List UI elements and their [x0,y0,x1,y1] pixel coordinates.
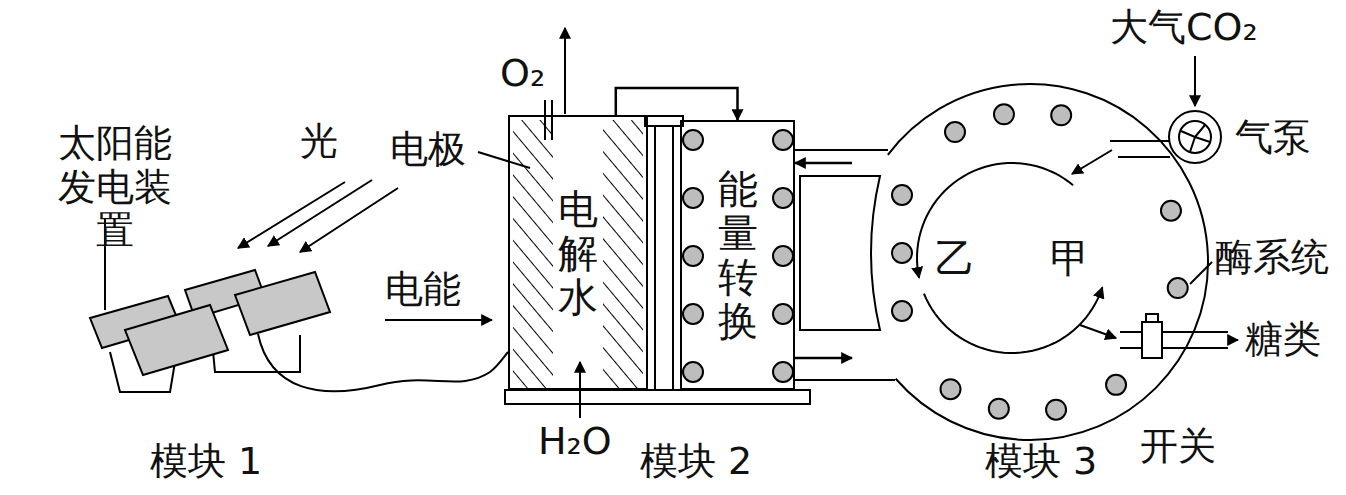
divider-wall [645,116,683,390]
gas-label: 大气CO₂ [1110,6,1258,50]
electrode [551,100,553,140]
enzyme-circle [1051,105,1071,125]
electrode [513,100,643,388]
light-ray [300,188,398,252]
gas-pump [1181,125,1210,152]
enzyme-circle [773,130,793,150]
enzyme-circle [683,130,703,150]
channel [795,150,895,380]
module-label: 模块 2 [640,440,752,484]
enzyme-circle [683,188,703,208]
oxygen-arrow [564,28,566,114]
outlet-pipe [1142,322,1162,358]
water-arrow [579,362,581,418]
ring-outline [852,84,1208,440]
cycle-arrow [924,287,1102,353]
light-label: 光 [300,120,338,164]
wire [258,334,508,391]
enzyme-circle [683,246,703,266]
cycle-label: 乙 [935,236,975,280]
enzyme-circle [683,362,703,382]
electrode [513,120,553,388]
gas-pump [1169,111,1221,163]
solar-panel [235,272,330,335]
module-label: 模块 1 [150,440,262,484]
node-text: 能量转换 [718,167,758,343]
outlet-pipe [1120,331,1228,333]
light-ray [238,180,398,252]
outlet-pipe [1120,347,1228,349]
outlet-pipe [1146,314,1158,322]
connector-arrow [795,162,852,165]
enzyme-circle [1046,400,1066,420]
gas-pump [1179,121,1211,153]
electrode [603,120,643,388]
leader-line [478,152,530,168]
outlet-pipe [1080,314,1238,358]
gas-pump [1072,56,1221,174]
enzyme-circle [892,301,912,321]
cycle-arrow [917,163,1102,353]
node-text: 电解水 [558,187,598,319]
energy-arrow [385,319,492,321]
product-label: 糖类 [1245,318,1321,362]
electrolysis-cell: 电解水 [508,115,648,390]
device-label: 太阳能 发电装置 [40,122,190,253]
light-ray [238,182,345,248]
connector-arrow [795,357,852,360]
outlet-pipe [1228,339,1238,341]
solar-panel [125,305,228,375]
electrode [544,100,546,140]
divider-wall [655,126,673,390]
pump-label: 气泵 [1235,116,1311,160]
channel [795,149,888,151]
base-plate [505,390,810,404]
switch-label: 开关 [1140,425,1216,469]
enzyme-circle [683,104,1188,419]
enzyme-circle [1106,375,1126,395]
enzyme-circle [945,122,965,142]
enzyme-circle [941,379,961,399]
electrode-label: 电极 [390,128,466,172]
solar-panel [90,270,330,392]
enzyme-ring: 乙甲 [852,84,1208,440]
gas-pump [1072,150,1112,174]
energy-box: 能量转换 [680,120,795,390]
enzyme-circle [773,304,793,324]
gas-pump [1194,56,1196,106]
enzyme-circle [773,188,793,208]
gas-label: O₂ [500,52,545,96]
module-label: 模块 3 [985,440,1097,484]
enzyme-circle [989,399,1009,419]
light-ray [268,180,372,246]
enzyme-circle [1161,201,1181,221]
enzyme-circle [773,246,793,266]
channel [795,379,895,381]
divider-wall [645,116,683,126]
channel [800,176,880,330]
enzyme-circle [773,362,793,382]
enzyme-circle [1168,278,1188,298]
enzyme-circle [892,243,912,263]
energy-label: 电能 [385,268,461,312]
enzyme-circle [892,185,912,205]
enzyme-circle [683,304,703,324]
water-label: H₂O [538,420,612,464]
enzyme-circle [994,104,1014,124]
outlet-pipe [1080,325,1116,338]
enzyme-label: 酶系统 [1215,236,1329,280]
cycle-label: 甲 [1050,236,1090,280]
ring-outline [888,84,1208,440]
gas-pump [1118,156,1170,158]
